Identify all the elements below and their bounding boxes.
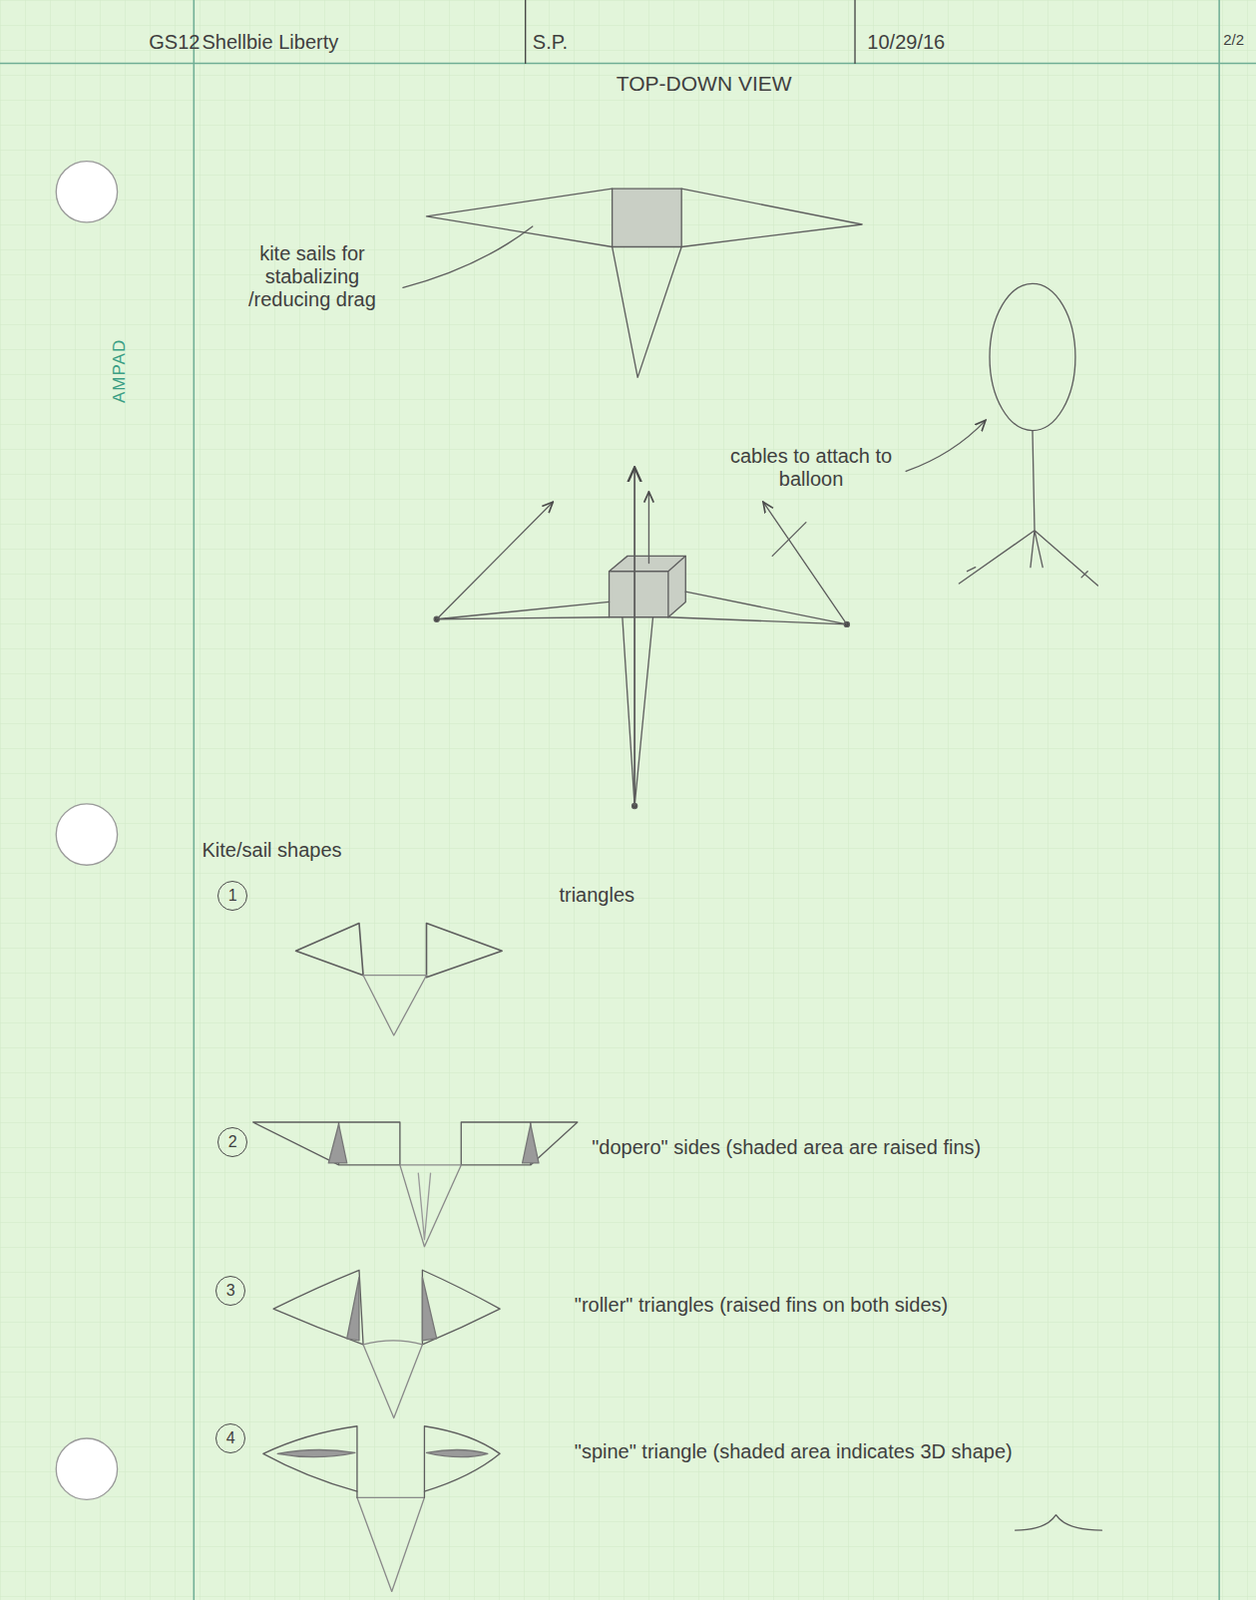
punch-hole — [55, 1438, 117, 1500]
note: kite sails for stabalizing /reducing dra… — [240, 242, 384, 312]
callout-circle: 1 — [217, 880, 248, 911]
header-field: Shellbie Liberty — [202, 30, 340, 54]
callout-number: 2 — [228, 1133, 238, 1152]
callout-number: 1 — [228, 886, 238, 905]
page-title: TOP-DOWN VIEW — [616, 71, 793, 96]
note: triangles — [558, 883, 635, 907]
dopero-sails — [253, 1122, 578, 1248]
header-divider — [524, 0, 526, 63]
margin-line — [193, 0, 196, 1600]
punch-hole — [55, 804, 117, 865]
callout-circle: 3 — [215, 1275, 246, 1306]
leader-line — [905, 419, 986, 471]
header-field: S.P. — [532, 30, 568, 54]
watermark: AMPAD — [109, 339, 130, 404]
leader-line — [403, 226, 533, 288]
header-rule — [0, 62, 1256, 65]
spine-sails — [263, 1426, 500, 1593]
leader-line — [772, 522, 807, 557]
punch-hole — [55, 161, 117, 223]
note: "roller" triangles (raised fins on both … — [574, 1293, 948, 1317]
header-field: 2/2 — [1223, 30, 1245, 48]
triangle-sails — [296, 923, 503, 1036]
header-field: GS12 — [148, 30, 200, 54]
header-divider — [853, 0, 855, 63]
sail-frame — [433, 466, 849, 809]
callout-number: 4 — [226, 1429, 236, 1448]
roller-sails — [273, 1269, 500, 1418]
header-field: 10/29/16 — [866, 30, 945, 54]
kite-sail — [425, 188, 862, 378]
margin-line — [1218, 0, 1221, 1600]
callout-number: 3 — [226, 1281, 236, 1300]
section-heading: Kite/sail shapes — [202, 838, 343, 862]
profile-sketch — [1015, 1515, 1103, 1531]
balloon-sketch — [958, 283, 1098, 586]
note: cables to attach to balloon — [720, 444, 902, 491]
callout-circle: 4 — [215, 1423, 246, 1454]
note: "dopero" sides (shaded area are raised f… — [591, 1136, 981, 1160]
note: "spine" triangle (shaded area indicates … — [574, 1440, 1131, 1464]
